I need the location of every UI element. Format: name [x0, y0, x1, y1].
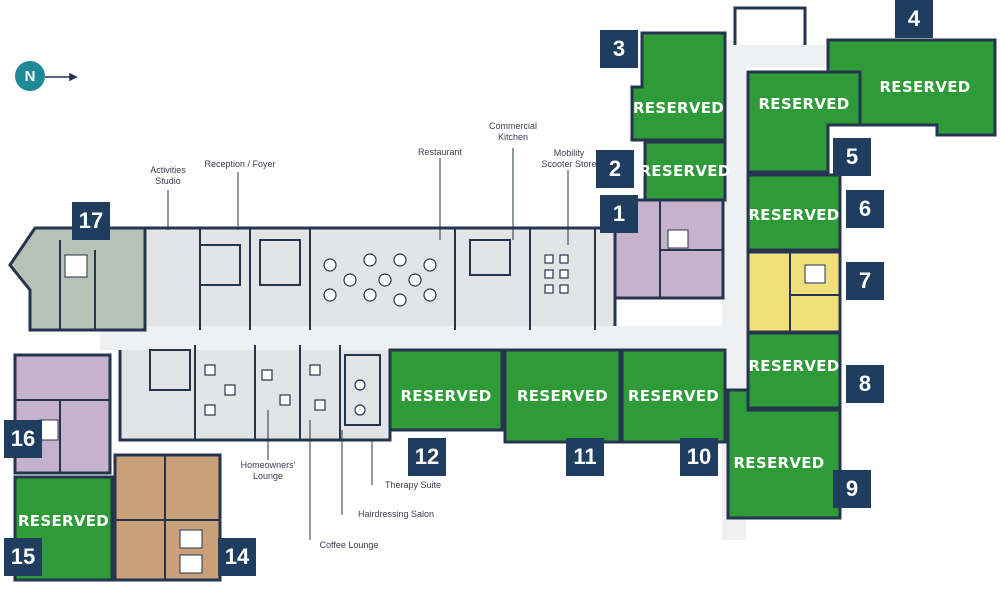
corridor-link [100, 326, 740, 350]
room-label-activities-studio: Activities Studio [150, 165, 186, 186]
reserved-apartments [13, 31, 997, 582]
apartment-number-1[interactable]: 1 [600, 195, 638, 233]
room-label-coffee-lounge: Coffee Lounge [319, 540, 379, 550]
north-arrow-icon [45, 72, 78, 82]
reserved-label-3: RESERVED [632, 98, 725, 117]
reserved-label-15: RESERVED [17, 511, 110, 530]
room-label-homeowners-lounge: Homeowners' Lounge [240, 460, 296, 481]
apartment-number-6[interactable]: 6 [846, 190, 884, 228]
apartment-number-16[interactable]: 16 [4, 420, 42, 458]
reserved-block-10 [620, 348, 727, 444]
room-walls [144, 228, 596, 440]
apartment-number-3[interactable]: 3 [600, 30, 638, 68]
apartment-number-17[interactable]: 17 [72, 202, 110, 240]
apartment-number-14[interactable]: 14 [218, 538, 256, 576]
reserved-block-9 [726, 388, 842, 520]
reserved-block-12 [388, 348, 504, 432]
reserved-label-2: RESERVED [639, 162, 731, 180]
reserved-label-6: RESERVED [748, 205, 840, 224]
apartment-number-12[interactable]: 12 [408, 438, 446, 476]
stair-block [733, 6, 807, 50]
reserved-block-5 [746, 70, 862, 174]
available-apartments [8, 198, 842, 582]
reserved-label-12: RESERVED [400, 386, 492, 405]
apartment-number-9[interactable]: 9 [833, 470, 871, 508]
reserved-label-4: RESERVED [879, 77, 971, 96]
room-label-mobility-scooter-store: Mobility Scooter Store [541, 148, 597, 169]
lounge-furniture [204, 364, 366, 416]
room-label-therapy-suite: Therapy Suite [384, 480, 442, 490]
reserved-label-8: RESERVED [748, 356, 840, 375]
reserved-block-6 [746, 173, 842, 252]
apartment-number-15[interactable]: 15 [4, 538, 42, 576]
reserved-label-11: RESERVED [516, 386, 609, 405]
corridor-north-wing [108, 226, 617, 332]
room-label-restaurant: Restaurant [417, 147, 463, 157]
apartment-14-plan [113, 453, 222, 582]
label-leaders [167, 148, 569, 540]
apartment-17-plan [8, 226, 147, 332]
compass-badge: N [15, 61, 45, 91]
reserved-block-8 [746, 331, 842, 410]
apartment-number-4[interactable]: 4 [895, 0, 933, 38]
apartment-number-8[interactable]: 8 [846, 365, 884, 403]
room-label-reception-foyer: Reception / Foyer [204, 159, 276, 169]
apartment-number-2[interactable]: 2 [596, 150, 634, 188]
corridor-east-upper [725, 45, 825, 67]
reserved-block-2 [643, 140, 727, 202]
reserved-label-5: RESERVED [758, 94, 850, 113]
room-label-hairdressing-salon: Hairdressing Salon [357, 509, 435, 519]
reserved-block-11 [503, 348, 622, 444]
restaurant-tables [323, 253, 569, 307]
room-label-commercial-kitchen: Commercial Kitchen [488, 121, 537, 142]
apartment-number-7[interactable]: 7 [846, 262, 884, 300]
apartment-number-10[interactable]: 10 [680, 438, 718, 476]
apartment-7-plan [746, 250, 842, 334]
apartment-number-11[interactable]: 11 [566, 438, 604, 476]
apartment-number-5[interactable]: 5 [833, 138, 871, 176]
reserved-block-3 [630, 31, 727, 142]
reserved-label-9: RESERVED [733, 453, 825, 472]
reserved-label-10: RESERVED [627, 386, 720, 405]
